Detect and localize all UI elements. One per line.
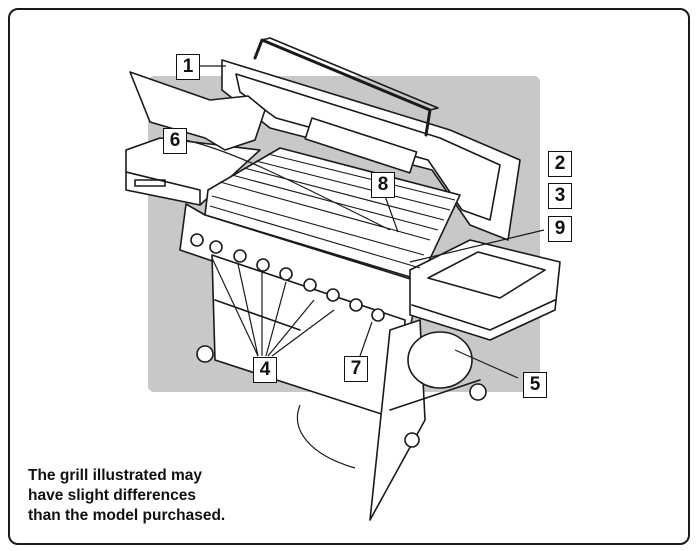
disclaimer-line-3: than the model purchased.	[28, 507, 226, 524]
callout-9: 9	[548, 216, 572, 242]
disclaimer-line-2: have slight differences	[28, 487, 196, 504]
callout-5: 5	[523, 372, 547, 398]
propane-tank	[407, 331, 473, 389]
disclaimer-note: The grill illustrated may have slight di…	[28, 466, 278, 526]
callout-4: 4	[253, 357, 277, 383]
callout-8: 8	[371, 172, 395, 198]
hand	[129, 71, 266, 151]
side-burner-lid	[427, 251, 546, 299]
callout-1: 1	[176, 54, 200, 80]
rear-wheel	[469, 383, 487, 401]
callout-6: 6	[163, 128, 187, 154]
warming-rack	[304, 117, 418, 174]
callout-7: 7	[344, 356, 368, 382]
callout-3: 3	[548, 183, 572, 209]
right-wheel	[404, 432, 420, 448]
leader-lines	[184, 65, 545, 469]
lid-handle	[253, 38, 432, 137]
callout-2: 2	[548, 151, 572, 177]
control-knobs	[190, 233, 385, 322]
left-wheel	[196, 345, 214, 363]
disclaimer-line-1: The grill illustrated may	[28, 467, 202, 484]
